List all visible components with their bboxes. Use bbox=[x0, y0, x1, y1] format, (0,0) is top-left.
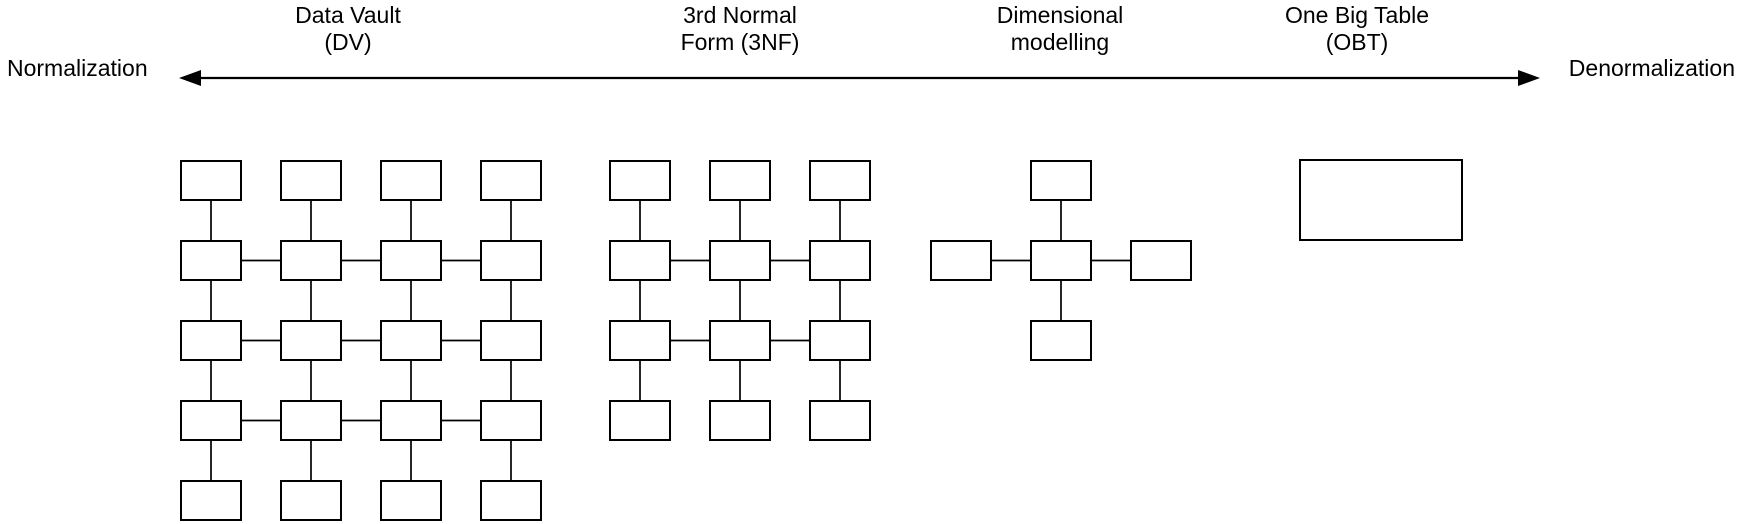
data-vault-schema-table-box bbox=[380, 320, 442, 361]
third-normal-form-schema-table-box bbox=[709, 240, 771, 281]
axis-label-denormalization: Denormalization bbox=[1568, 55, 1735, 81]
arrowhead-left-icon bbox=[179, 70, 201, 86]
label-3nf: 3rd Normal Form (3NF) bbox=[681, 2, 800, 56]
third-normal-form-schema-table-box bbox=[809, 400, 871, 441]
third-normal-form-schema-table-box bbox=[609, 320, 671, 361]
label-obt: One Big Table (OBT) bbox=[1285, 2, 1429, 56]
data-vault-schema-table-box bbox=[480, 320, 542, 361]
data-vault-schema-table-box bbox=[180, 240, 242, 281]
data-vault-schema-table-box bbox=[280, 400, 342, 441]
dimensional-star-schema-table-box bbox=[1030, 160, 1092, 201]
third-normal-form-schema-table-box bbox=[609, 240, 671, 281]
arrowhead-right-icon bbox=[1518, 70, 1540, 86]
data-vault-schema-table-box bbox=[480, 480, 542, 521]
label-data-vault: Data Vault (DV) bbox=[295, 2, 401, 56]
third-normal-form-schema-table-box bbox=[609, 160, 671, 201]
third-normal-form-schema-table-box bbox=[809, 160, 871, 201]
label-dimensional: Dimensional modelling bbox=[997, 2, 1124, 56]
data-vault-schema-table-box bbox=[380, 480, 442, 521]
dimensional-star-schema-table-box bbox=[930, 240, 992, 281]
data-vault-schema-table-box bbox=[380, 160, 442, 201]
third-normal-form-schema-table-box bbox=[609, 400, 671, 441]
data-vault-schema-table-box bbox=[280, 320, 342, 361]
dimensional-star-schema-table-box bbox=[1030, 320, 1092, 361]
label-3nf-line1: 3rd Normal bbox=[683, 2, 797, 28]
data-vault-schema-table-box bbox=[180, 160, 242, 201]
dimensional-star-schema-table-box bbox=[1130, 240, 1192, 281]
label-3nf-line2: Form (3NF) bbox=[680, 29, 800, 55]
third-normal-form-schema-table-box bbox=[709, 400, 771, 441]
data-vault-schema-table-box bbox=[180, 320, 242, 361]
dimensional-star-schema-table-box bbox=[1030, 240, 1092, 281]
data-vault-schema-table-box bbox=[280, 240, 342, 281]
third-normal-form-schema-table-box bbox=[809, 240, 871, 281]
data-vault-schema-table-box bbox=[380, 240, 442, 281]
data-vault-schema-table-box bbox=[480, 400, 542, 441]
label-data-vault-line2: (DV) bbox=[324, 29, 372, 55]
data-vault-schema-table-box bbox=[480, 160, 542, 201]
label-dimensional-line1: Dimensional bbox=[996, 2, 1124, 28]
axis-label-normalization: Normalization bbox=[7, 55, 148, 81]
data-vault-schema-table-box bbox=[280, 160, 342, 201]
third-normal-form-schema-table-box bbox=[709, 160, 771, 201]
data-vault-schema-table-box bbox=[280, 480, 342, 521]
label-obt-line2: (OBT) bbox=[1325, 29, 1389, 55]
label-obt-line1: One Big Table bbox=[1284, 2, 1430, 28]
data-vault-schema-table-box bbox=[480, 240, 542, 281]
data-vault-schema-table-box bbox=[180, 400, 242, 441]
data-vault-schema-table-box bbox=[180, 480, 242, 521]
data-vault-schema-table-box bbox=[380, 400, 442, 441]
label-data-vault-line1: Data Vault bbox=[295, 2, 401, 28]
label-dimensional-line2: modelling bbox=[1010, 29, 1110, 55]
third-normal-form-schema-table-box bbox=[709, 320, 771, 361]
one-big-table-table-box bbox=[1299, 159, 1463, 241]
third-normal-form-schema-table-box bbox=[809, 320, 871, 361]
